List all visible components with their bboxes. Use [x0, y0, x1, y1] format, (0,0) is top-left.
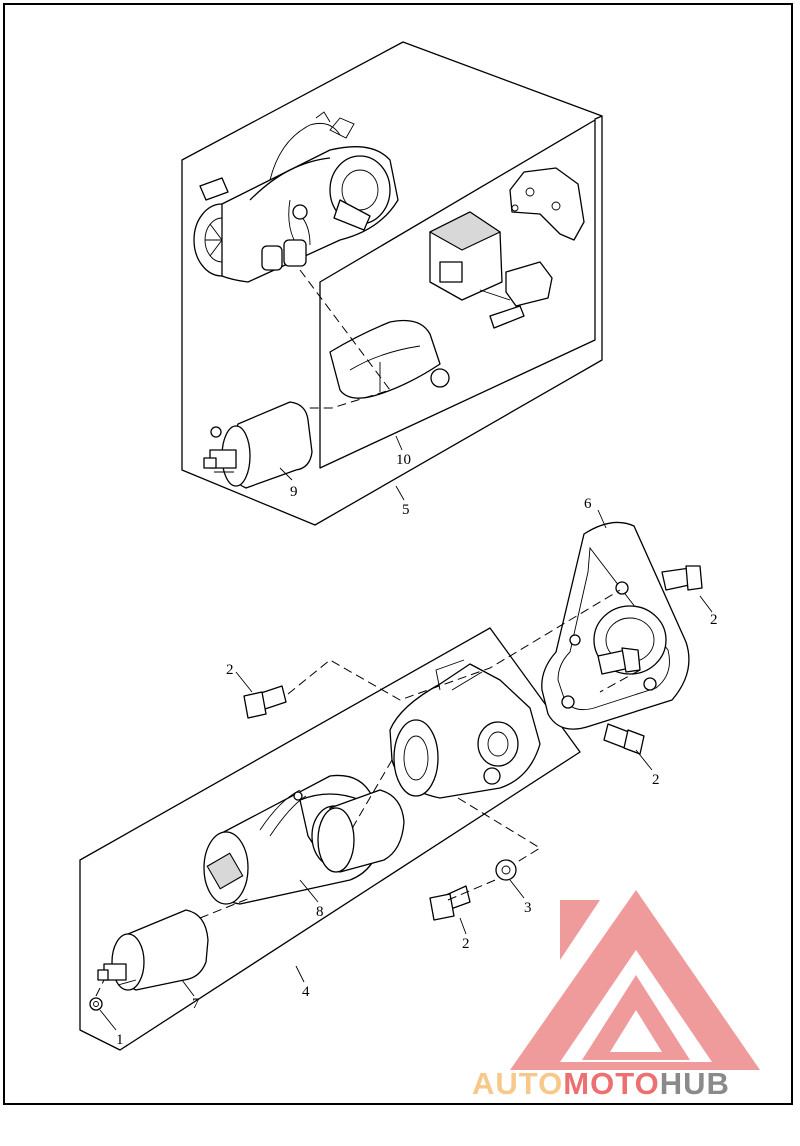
callout-3: 3	[524, 900, 532, 916]
bolt-icon	[603, 723, 645, 755]
watermark-text: AUTOMOTOHUB	[472, 1066, 730, 1101]
solenoid-7-icon	[97, 909, 209, 991]
watermark-hub: HUB	[660, 1066, 730, 1101]
callout-4: 4	[302, 984, 310, 1000]
starter-motor-assembly-icon	[193, 111, 399, 283]
callout-10: 10	[396, 452, 411, 468]
callout-8: 8	[316, 904, 324, 920]
callout-2-upper-left-bolt: 2	[226, 662, 234, 678]
assembly-box-5	[181, 41, 603, 526]
watermark-logo	[510, 890, 760, 1070]
callout-2-lower-right-bolt: 2	[652, 772, 660, 788]
assembly-box-4	[79, 627, 581, 1051]
heat-shield-icon	[329, 319, 450, 399]
lock-washer-3-icon	[495, 859, 517, 881]
callout-5: 5	[402, 502, 410, 518]
drive-housing-icon	[389, 659, 541, 799]
electronic-module-icon	[428, 211, 553, 329]
callout-7: 7	[192, 996, 200, 1012]
callout-9: 9	[290, 484, 298, 500]
callout-1: 1	[116, 1032, 124, 1048]
drawing-border	[3, 3, 793, 1105]
callout-6: 6	[584, 496, 592, 512]
assembly-box-10	[319, 119, 596, 469]
callout-2-top-right-bolt: 2	[710, 612, 718, 628]
bolt-icon	[429, 885, 471, 921]
nut-1-icon	[89, 997, 103, 1011]
solenoid-9-icon	[203, 401, 313, 489]
bolt-icon	[243, 685, 287, 719]
watermark-moto: MOTO	[563, 1066, 659, 1101]
callout-2-bottom-bolt: 2	[462, 936, 470, 952]
bolt-icon	[661, 565, 703, 591]
armature-icon	[317, 789, 405, 873]
mounting-plate-6-icon	[541, 521, 690, 730]
watermark-auto: AUTO	[472, 1066, 563, 1101]
callout-leaders	[99, 435, 713, 1031]
mounting-bracket-icon	[509, 167, 585, 241]
